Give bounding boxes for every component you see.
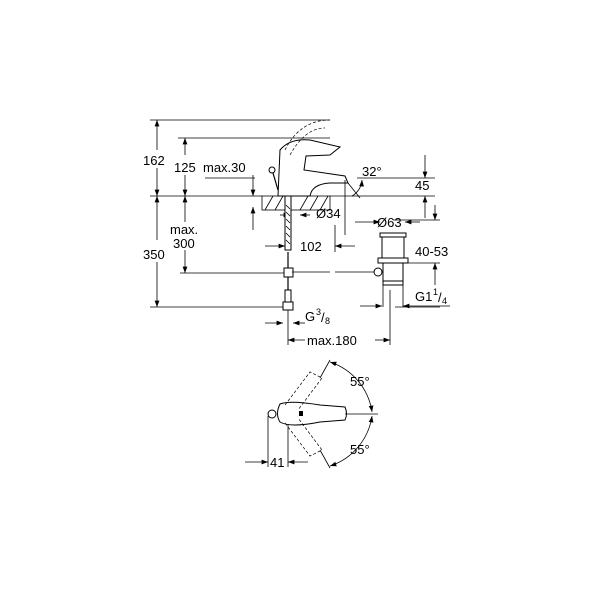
dim-g-3-8: G 3 / 8 (305, 307, 330, 326)
dim-max-label: max. (170, 222, 198, 237)
dim-55-degree-upper: 55° (350, 374, 370, 389)
thread-numerator: 1 (433, 287, 438, 297)
dim-45: 45 (415, 178, 429, 193)
dim-41: 41 (270, 455, 284, 470)
dim-102: 102 (300, 239, 322, 254)
drain-assembly (292, 232, 409, 307)
dim-g1-1-4: G1 1 / 4 (415, 287, 447, 306)
dim-55-degree-lower: 55° (350, 442, 370, 457)
thread-denominator: 8 (325, 316, 330, 326)
dim-40-53: 40-53 (415, 244, 448, 259)
thread-slash: / (321, 310, 325, 325)
dim-diameter-63: Ø63 (377, 215, 402, 230)
dim-162: 162 (143, 153, 165, 168)
dim-diameter-34: Ø34 (316, 206, 341, 221)
reference-lines (150, 119, 440, 308)
faucet-elevation (268, 119, 364, 311)
dim-125: 125 (174, 160, 196, 175)
thread-prefix: G1 (415, 289, 432, 304)
thread-denominator: 4 (442, 296, 447, 306)
dim-300: 300 (173, 236, 195, 251)
faucet-top-view (245, 359, 378, 469)
thread-prefix: G (305, 309, 315, 324)
vertical-dimensions (154, 120, 438, 307)
dim-32-degree: 32° (362, 164, 382, 179)
thread-numerator: 3 (316, 307, 321, 317)
dim-350: 350 (143, 247, 165, 262)
horizontal-dimensions (265, 212, 450, 345)
dim-max180: max.180 (307, 333, 357, 348)
dim-max30: max.30 (203, 160, 246, 175)
thread-slash: / (438, 290, 442, 305)
